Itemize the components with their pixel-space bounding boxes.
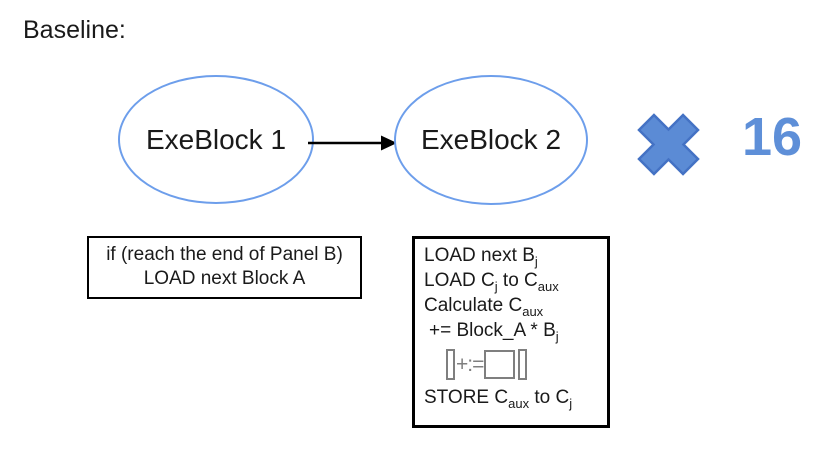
multiply-x-shape xyxy=(637,113,700,176)
multiply-x-icon xyxy=(637,113,700,176)
arrow-connector xyxy=(308,135,397,151)
note-line: if (reach the end of Panel B) xyxy=(106,244,343,265)
note-line: STORE Caux to Cj xyxy=(424,387,573,411)
note-line: LOAD Cj to Caux xyxy=(424,270,559,294)
vector-rect-right xyxy=(518,348,528,380)
node-exeblock-1-label: ExeBlock 1 xyxy=(145,123,287,155)
vector-update-diagram: +:= xyxy=(446,343,607,385)
plus-assign-operator: +:= xyxy=(456,352,484,376)
note-line: LOAD next Bj xyxy=(424,245,538,269)
note-line: += Block_A * Bj xyxy=(429,320,559,344)
arrow-head xyxy=(381,135,397,151)
note-box-exeblock-1: if (reach the end of Panel B) LOAD next … xyxy=(87,236,362,299)
note-line: LOAD next Block A xyxy=(143,268,306,289)
note-line: Calculate Caux xyxy=(424,295,544,319)
matrix-square xyxy=(484,349,516,379)
node-exeblock-1: ExeBlock 1 xyxy=(118,75,314,204)
note-box-exeblock-2: LOAD next Bj LOAD Cj to Caux Calculate C… xyxy=(412,236,610,428)
node-exeblock-2-label: ExeBlock 2 xyxy=(420,124,562,155)
vector-rect-left xyxy=(446,348,455,380)
multiplier-count: 16 xyxy=(742,107,803,167)
page-title: Baseline: xyxy=(23,16,126,44)
node-exeblock-2: ExeBlock 2 xyxy=(394,75,588,205)
